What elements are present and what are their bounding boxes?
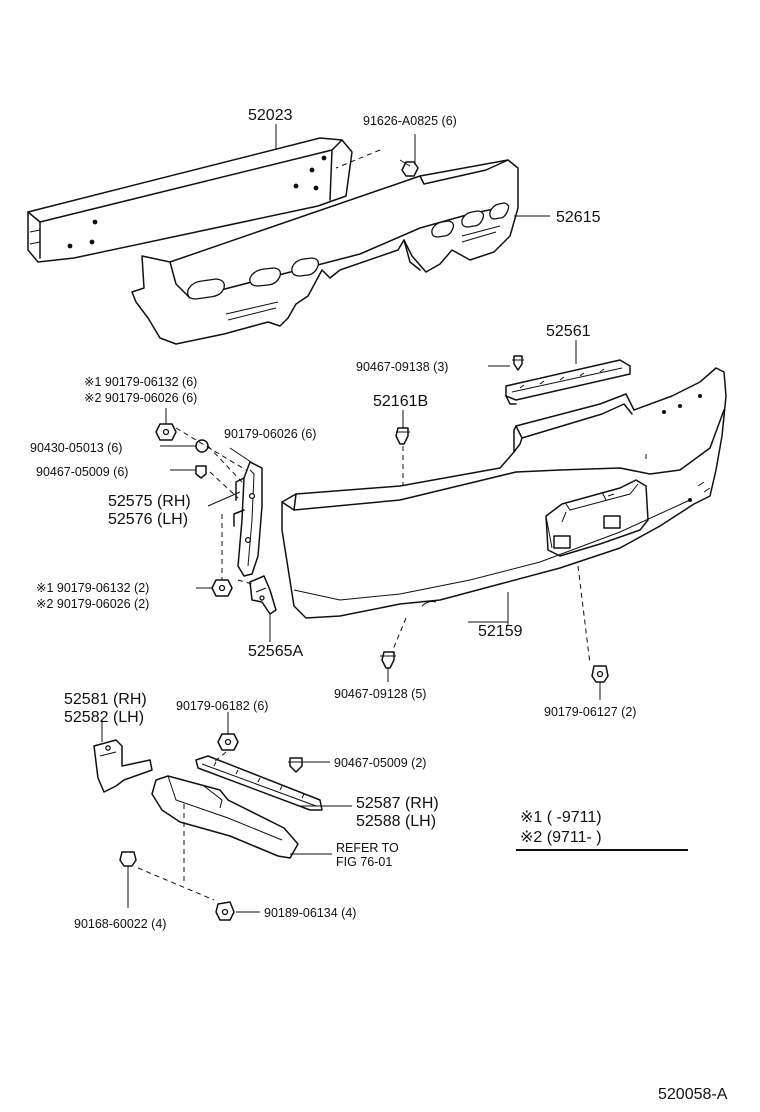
nut-90179-06182-icon [217,733,239,751]
label-52615: 52615 [556,209,601,226]
label-90179-06026-c: ※2 90179-06026 (2) [36,597,149,611]
label-90179-06127: 90179-06127 (2) [544,705,636,719]
label-90189: 90189-06134 (4) [264,906,356,920]
nut-90189-06134-icon [215,901,235,921]
figure-code: 520058-A [658,1086,728,1103]
label-refer-to: REFER TO [336,841,399,855]
nut-90179-06132-icon [155,423,177,441]
label-52159: 52159 [478,623,523,640]
label-52161b: 52161B [373,393,428,410]
label-fig-ref: FIG 76-01 [336,855,392,869]
label-90467-05009-b: 90467-05009 (2) [334,756,426,770]
side-bracket-52575 [233,461,263,577]
bracket-52565a [249,575,277,615]
label-90430: 90430-05013 (6) [30,441,122,455]
retainer-52587 [195,755,323,811]
bracket-52581 [93,739,153,793]
reinforcement-beam-52023 [27,137,353,263]
clip-90467-05009-icon [195,465,207,479]
label-90467-09138: 90467-09138 (3) [356,360,448,374]
nut-90179-06132-b-icon [211,579,233,597]
label-90467-05009-a: 90467-05009 (6) [36,465,128,479]
clip-52161b-icon [395,427,410,445]
clip-90467-05009-b-icon [288,757,304,773]
note-1: ※1 ( -9711) [520,809,602,826]
washer-90430-icon [195,439,209,453]
label-90179-06132-a: ※1 90179-06132 (6) [84,375,197,389]
reflector-panel [151,775,299,859]
retainer-52561 [505,359,631,405]
nut-90179-06127-icon [591,665,609,683]
label-90467-09128: 90467-09128 (5) [334,687,426,701]
label-90168: 90168-60022 (4) [74,917,166,931]
bumper-cover-52159 [281,367,727,619]
label-52582: 52582 (LH) [64,709,144,726]
energy-absorber-52615 [131,159,519,345]
clip-90467-09128-icon [380,651,396,669]
note-2: ※2 (9711- ) [520,829,602,846]
label-52565a: 52565A [248,643,303,660]
clip-90467-09138-icon [512,355,524,371]
screw-90168-icon [119,851,137,874]
label-52588: 52588 (LH) [356,813,436,830]
label-90179-06182: 90179-06182 (6) [176,699,268,713]
label-52023: 52023 [248,107,293,124]
label-90179-06132-b: ※1 90179-06132 (2) [36,581,149,595]
label-52576: 52576 (LH) [108,511,188,528]
label-52581: 52581 (RH) [64,691,147,708]
label-52575: 52575 (RH) [108,493,191,510]
label-90179-06026-b: 90179-06026 (6) [224,427,316,441]
label-52561: 52561 [546,323,591,340]
notes-legend: ※1 ( -9711) ※2 (9711- ) [516,809,688,851]
label-91626: 91626-A0825 (6) [363,114,457,128]
label-90179-06026-a: ※2 90179-06026 (6) [84,391,197,405]
bolt-91626-icon [399,159,419,177]
label-52587: 52587 (RH) [356,795,439,812]
